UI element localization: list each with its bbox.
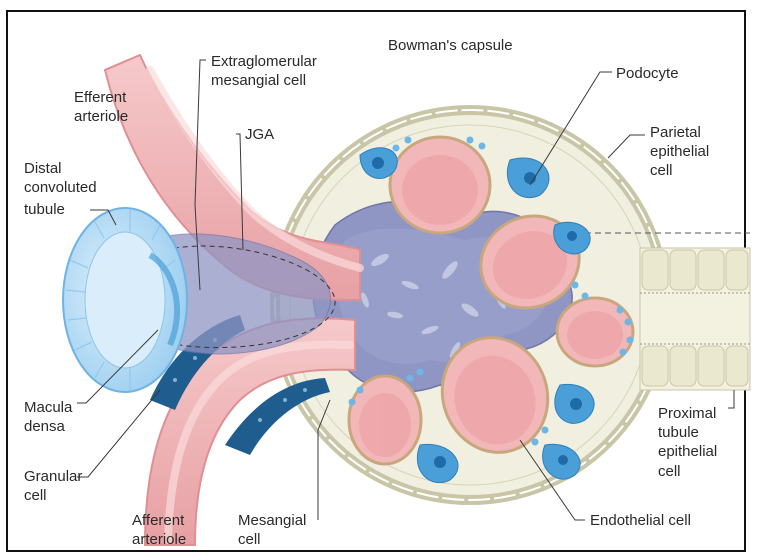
- label-efferent-2: arteriole: [74, 108, 128, 125]
- distal-tubule: [63, 208, 187, 392]
- label-jga: JGA: [245, 126, 274, 143]
- label-mesangial-2: cell: [238, 531, 261, 548]
- label-proximal-2: tubule: [658, 424, 699, 441]
- label-mesangial-1: Mesangial: [238, 512, 306, 529]
- label-afferent-1: Afferent: [132, 512, 185, 529]
- label-macula-2: densa: [24, 418, 66, 435]
- label-endothelial: Endothelial cell: [590, 512, 691, 529]
- label-macula-1: Macula: [24, 399, 73, 416]
- label-distal-2: convoluted: [24, 179, 97, 196]
- label-extraglomerular-2: mesangial cell: [211, 72, 306, 89]
- label-parietal-2: epithelial: [650, 143, 709, 160]
- label-extraglomerular-1: Extraglomerular: [211, 53, 317, 70]
- label-granular-2: cell: [24, 487, 47, 504]
- label-granular-1: Granular: [24, 468, 82, 485]
- label-podocyte: Podocyte: [616, 65, 679, 82]
- label-afferent-2: arteriole: [132, 531, 186, 548]
- label-parietal-3: cell: [650, 162, 673, 179]
- label-proximal-3: epithelial: [658, 443, 717, 460]
- label-parietal-1: Parietal: [650, 124, 701, 141]
- label-distal-1: Distal: [24, 160, 62, 177]
- label-efferent-1: Efferent: [74, 89, 127, 106]
- label-proximal-1: Proximal: [658, 405, 716, 422]
- label-distal-3: tubule: [24, 201, 65, 218]
- label-proximal-4: cell: [658, 463, 681, 480]
- label-bowmans-capsule: Bowman's capsule: [388, 37, 513, 54]
